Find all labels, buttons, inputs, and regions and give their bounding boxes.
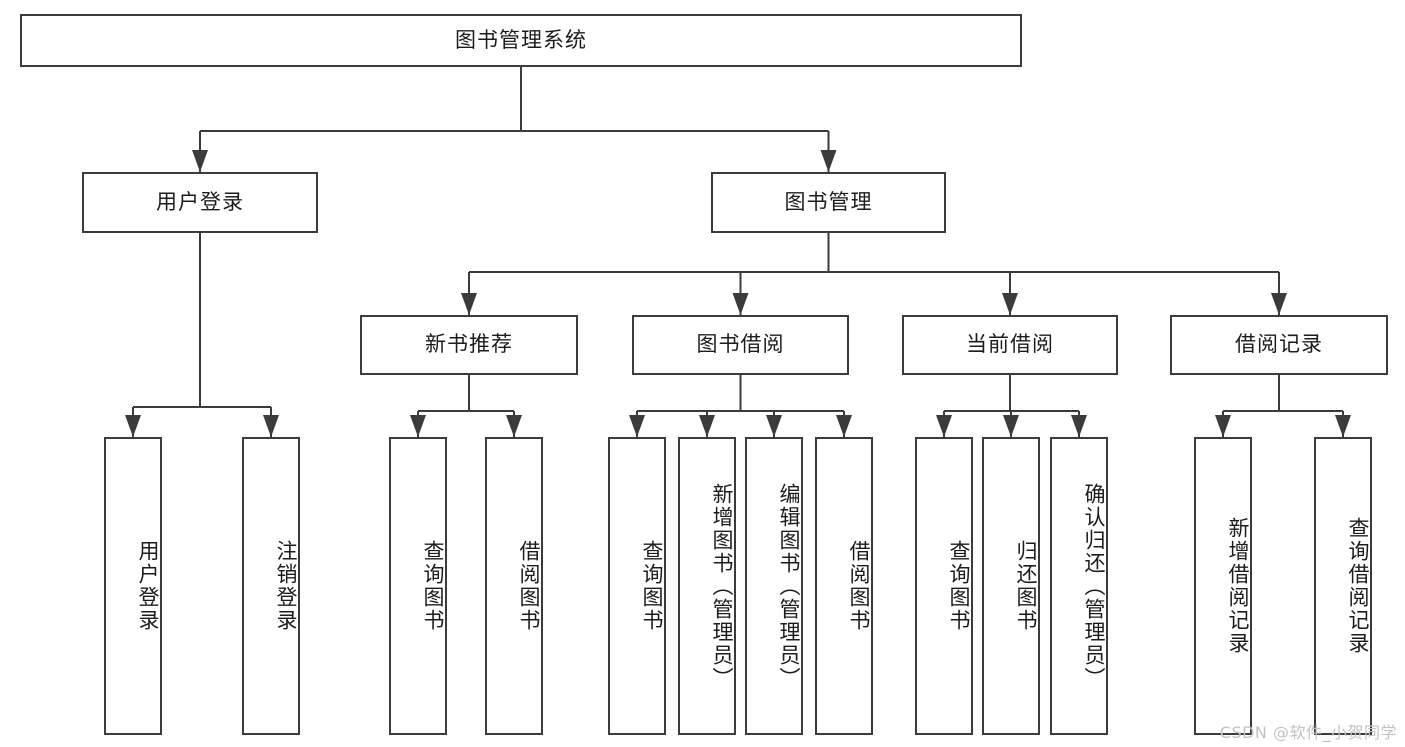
- arrowhead: [1335, 415, 1351, 437]
- arrowhead: [1271, 293, 1287, 315]
- node-label: 查询图书: [421, 540, 445, 632]
- node-l-confirm[interactable]: 确认归还（管理员）: [1050, 437, 1108, 735]
- node-l-login[interactable]: 用户登录: [104, 437, 162, 735]
- arrowhead: [936, 415, 952, 437]
- node-bookmgmt[interactable]: 图书管理: [711, 172, 946, 233]
- node-l-return[interactable]: 归还图书: [982, 437, 1040, 735]
- node-l-editbook[interactable]: 编辑图书（管理员）: [745, 437, 803, 735]
- arrowhead: [506, 415, 522, 437]
- node-l-bb2[interactable]: 借阅图书: [815, 437, 873, 735]
- node-label: 借阅记录: [1235, 332, 1323, 357]
- arrowhead: [192, 150, 208, 172]
- arrowhead: [836, 415, 852, 437]
- arrowhead: [1003, 415, 1019, 437]
- arrowhead: [820, 150, 837, 172]
- node-label: 新增借阅记录: [1226, 517, 1250, 655]
- node-label: 新书推荐: [425, 332, 513, 357]
- arrowhead: [125, 415, 141, 437]
- node-label: 确认归还（管理员）: [1082, 482, 1106, 690]
- node-label: 编辑图书（管理员）: [777, 482, 801, 690]
- node-label: 用户登录: [136, 540, 160, 632]
- node-label: 图书管理系统: [455, 27, 587, 52]
- node-label: 查询借阅记录: [1346, 517, 1370, 655]
- node-label: 图书管理: [784, 189, 873, 214]
- node-root[interactable]: 图书管理系统: [20, 14, 1022, 67]
- node-l-addrec[interactable]: 新增借阅记录: [1194, 437, 1252, 735]
- csdn-watermark: CSDN @软件_小贺同学: [1219, 723, 1397, 742]
- arrowhead: [461, 293, 477, 315]
- arrowhead: [766, 415, 782, 437]
- arrowhead: [1002, 293, 1018, 315]
- node-l-addbook[interactable]: 新增图书（管理员）: [678, 437, 736, 735]
- node-l-bb1[interactable]: 借阅图书: [485, 437, 543, 735]
- node-borrow[interactable]: 图书借阅: [632, 315, 849, 375]
- arrowhead: [1215, 415, 1231, 437]
- node-label: 借阅图书: [517, 540, 541, 632]
- node-l-logout[interactable]: 注销登录: [242, 437, 300, 735]
- node-l-qb3[interactable]: 查询图书: [915, 437, 973, 735]
- arrowhead: [1071, 415, 1087, 437]
- node-label: 当前借阅: [966, 332, 1054, 357]
- node-l-qrec[interactable]: 查询借阅记录: [1314, 437, 1372, 735]
- node-label: 图书借阅: [696, 332, 785, 357]
- node-l-qb1[interactable]: 查询图书: [389, 437, 447, 735]
- node-login[interactable]: 用户登录: [82, 172, 318, 233]
- node-l-qb2[interactable]: 查询图书: [608, 437, 666, 735]
- arrowhead: [263, 415, 279, 437]
- node-label: 用户登录: [156, 189, 244, 214]
- node-label: 查询图书: [947, 540, 971, 632]
- node-records[interactable]: 借阅记录: [1170, 315, 1388, 375]
- node-current[interactable]: 当前借阅: [902, 315, 1118, 375]
- arrowhead: [699, 415, 715, 437]
- arrowhead: [629, 415, 645, 437]
- node-label: 借阅图书: [847, 540, 871, 632]
- node-label: 归还图书: [1014, 540, 1038, 632]
- node-label: 注销登录: [274, 540, 298, 632]
- node-label: 新增图书（管理员）: [710, 482, 734, 690]
- arrowhead: [732, 293, 749, 315]
- arrowhead: [410, 415, 426, 437]
- node-newbook[interactable]: 新书推荐: [360, 315, 578, 375]
- node-label: 查询图书: [640, 540, 664, 632]
